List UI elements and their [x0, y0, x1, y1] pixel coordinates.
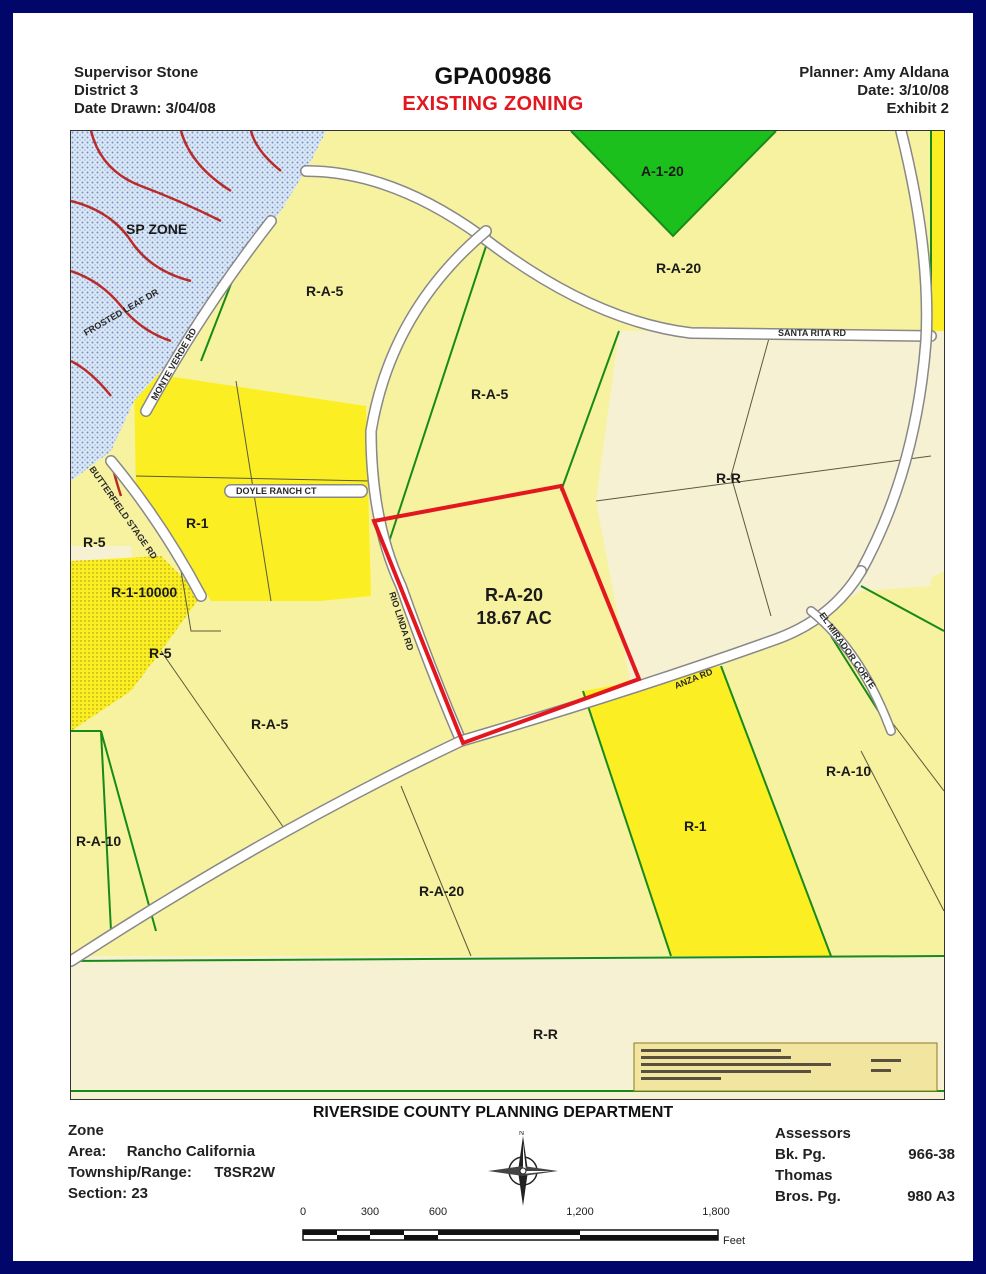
- a120-area[interactable]: [571, 131, 776, 236]
- scale-tick-1800: 1,800: [702, 1206, 730, 1218]
- township-value: T8SR2W: [214, 1164, 276, 1181]
- r1-south-area[interactable]: [583, 666, 831, 956]
- zoning-map[interactable]: A-1-20 R-A-20 SP ZONE R-A-5 R-A-5 R-R R-…: [70, 130, 945, 1100]
- bk-pg-label: Bk. Pg.: [775, 1146, 826, 1163]
- zone-label-sp: SP ZONE: [126, 221, 187, 237]
- case-number: GPA00986: [434, 63, 552, 90]
- bros-pg-row: Bros. Pg. 980 A3: [775, 1186, 955, 1207]
- bk-pg-value: 966-38: [908, 1146, 955, 1163]
- zone-label-r5-west: R-5: [83, 534, 106, 550]
- planner-label: Planner: Amy Aldana: [799, 64, 949, 81]
- zone-label-ra10-east: R-A-10: [826, 763, 871, 779]
- department-label: RIVERSIDE COUNTY PLANNING DEPARTMENT: [312, 1104, 674, 1121]
- rr-east-area[interactable]: [596, 331, 931, 711]
- scale-unit: Feet: [723, 1235, 745, 1247]
- area-label: Area:: [68, 1143, 107, 1160]
- subject-acreage-label: 18.67 AC: [476, 608, 551, 628]
- map-title: EXISTING ZONING: [402, 93, 584, 115]
- r1-10000-area[interactable]: [71, 556, 201, 731]
- scale-tick-0: 0: [300, 1206, 306, 1218]
- scale-tick-300: 300: [361, 1206, 379, 1218]
- street-label-santa-rita: SANTA RITA RD: [778, 328, 846, 338]
- assessors-label: Assessors: [775, 1125, 851, 1142]
- subject-parcel-label: R-A-20 18.67 AC: [476, 585, 551, 628]
- street-label-doyle-ranch: DOYLE RANCH CT: [236, 486, 317, 496]
- zone-label-ra5-center: R-A-5: [471, 386, 509, 402]
- zone-label-rr-south: R-R: [533, 1026, 558, 1042]
- zone-label-rr-east: R-R: [716, 470, 741, 486]
- exhibit-label: Exhibit 2: [886, 100, 949, 117]
- date-label: Date: 3/10/08: [857, 82, 949, 99]
- east-strip-area: [931, 131, 944, 331]
- supervisor-label: Supervisor Stone: [74, 64, 199, 81]
- zone-label-r1-south: R-1: [684, 818, 707, 834]
- thomas-label: Thomas: [775, 1167, 833, 1184]
- header-right: Planner: Amy Aldana Date: 3/10/08 Exhibi…: [799, 64, 949, 118]
- area-row: Area: Rancho California: [68, 1141, 275, 1162]
- zone-label-ra10-west: R-A-10: [76, 833, 121, 849]
- scale-tick-600: 600: [429, 1206, 447, 1218]
- disclaimer-box: [633, 1042, 938, 1092]
- exhibit-sheet: Supervisor Stone District 3 Date Drawn: …: [13, 13, 973, 1261]
- date-drawn-label: Date Drawn: 3/04/08: [74, 100, 216, 117]
- zone-label-ra20-south: R-A-20: [419, 883, 464, 899]
- township-label: Township/Range:: [68, 1164, 192, 1181]
- zone-label-ra20-north: R-A-20: [656, 260, 701, 276]
- zone-label-a120: A-1-20: [641, 163, 684, 179]
- parcel-boundaries: [71, 131, 944, 1092]
- zone-labels: A-1-20 R-A-20 SP ZONE R-A-5 R-A-5 R-R R-…: [76, 163, 871, 1042]
- bros-pg-value: 980 A3: [907, 1188, 955, 1205]
- subject-zone-label: R-A-20: [485, 585, 543, 605]
- header-center: GPA00986 EXISTING ZONING: [13, 63, 973, 117]
- bk-pg-row: Bk. Pg. 966-38: [775, 1144, 955, 1165]
- district-label: District 3: [74, 82, 139, 99]
- zone-footer-label: Zone: [68, 1122, 104, 1139]
- zone-label-r1-10000: R-1-10000: [111, 584, 177, 600]
- section-label: Section: 23: [68, 1185, 149, 1202]
- subject-parcel-outline[interactable]: [371, 483, 642, 746]
- header-left: Supervisor Stone District 3 Date Drawn: …: [74, 64, 216, 118]
- area-value: Rancho California: [126, 1143, 256, 1160]
- sp-zone-area[interactable]: [71, 131, 326, 481]
- north-arrow-icon: N: [483, 1130, 563, 1216]
- township-row: Township/Range: T8SR2W: [68, 1162, 275, 1183]
- svg-text:N: N: [519, 1131, 524, 1137]
- scale-tick-1200: 1,200: [566, 1206, 594, 1218]
- zone-label-r1-west: R-1: [186, 515, 209, 531]
- zone-label-ra5-south: R-A-5: [251, 716, 289, 732]
- sp-zone-streets: [71, 131, 282, 497]
- rr-edge-area: [926, 331, 944, 581]
- bros-pg-label: Bros. Pg.: [775, 1188, 841, 1205]
- zone-label-ra5-nw: R-A-5: [306, 283, 344, 299]
- scale-bar: 0 300 600 1,200 1,800 Feet: [298, 1203, 778, 1258]
- footer-right: Assessors Bk. Pg. 966-38 Thomas Bros. Pg…: [775, 1123, 955, 1207]
- zone-label-r5-sw: R-5: [149, 645, 172, 661]
- zoning-map-svg: A-1-20 R-A-20 SP ZONE R-A-5 R-A-5 R-R R-…: [71, 131, 944, 1099]
- footer-left: Zone Area: Rancho California Township/Ra…: [68, 1120, 275, 1204]
